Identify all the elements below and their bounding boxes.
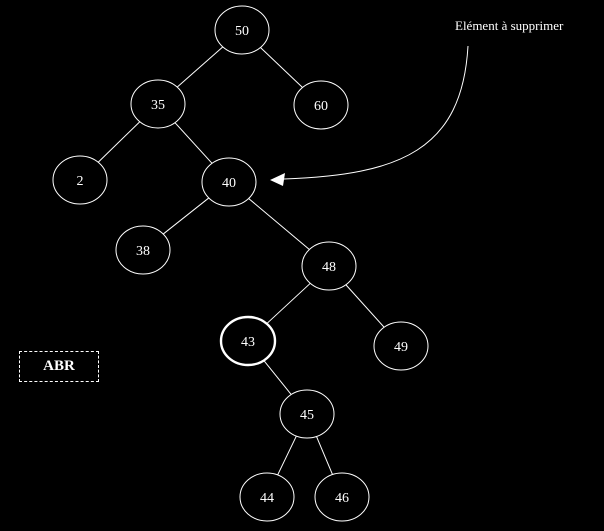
node-label: 50 (235, 24, 249, 39)
tree-edges (97, 46, 385, 476)
tree-edge (176, 46, 224, 88)
node-label: 46 (335, 491, 349, 506)
tree-node-2: 2 (52, 155, 108, 205)
annotation-arrow (283, 45, 469, 180)
node-label: 44 (260, 491, 274, 506)
abr-label: ABR (43, 358, 75, 374)
node-circle (301, 241, 357, 291)
node-circle (279, 389, 335, 439)
node-label: 2 (77, 174, 84, 189)
node-circle (214, 5, 270, 55)
node-label: 35 (151, 98, 165, 113)
deletion-annotation: Elément à supprimer (270, 18, 564, 186)
tree-edge (345, 284, 385, 328)
tree-edge (266, 282, 311, 325)
tree-node-44: 44 (239, 472, 295, 522)
node-circle (314, 472, 370, 522)
tree-node-38: 38 (115, 225, 171, 275)
tree-nodes: 50 35 60 2 40 38 48 43 49 45 44 46 (52, 5, 429, 522)
node-label: 45 (300, 408, 314, 423)
abr-label-box: ABR (19, 351, 99, 382)
node-circle (52, 155, 108, 205)
node-label: 60 (314, 99, 328, 114)
node-label: 40 (222, 176, 236, 191)
node-circle (115, 225, 171, 275)
tree-edge (260, 47, 303, 88)
tree-node-60: 60 (293, 80, 349, 130)
node-circle (293, 80, 349, 130)
node-circle (219, 315, 277, 367)
node-label: 38 (136, 244, 150, 259)
tree-edge (97, 121, 141, 163)
tree-node-50: 50 (214, 5, 270, 55)
node-circle (130, 79, 186, 129)
tree-node-48: 48 (301, 241, 357, 291)
node-circle (373, 321, 429, 371)
tree-node-35: 35 (130, 79, 186, 129)
tree-edge (263, 360, 292, 395)
tree-edge (248, 198, 310, 250)
tree-edge (316, 436, 333, 475)
tree-node-46: 46 (314, 472, 370, 522)
node-label: 48 (322, 260, 336, 275)
tree-node-45: 45 (279, 389, 335, 439)
node-circle (201, 157, 257, 207)
arrow-head-icon (270, 173, 285, 186)
tree-node-40: 40 (201, 157, 257, 207)
tree-edge (174, 122, 213, 164)
tree-edge (162, 197, 210, 235)
node-circle (239, 472, 295, 522)
tree-node-49: 49 (373, 321, 429, 371)
annotation-label: Elément à supprimer (455, 18, 564, 33)
node-label: 49 (394, 340, 408, 355)
tree-edge (277, 435, 297, 476)
node-label: 43 (241, 335, 255, 350)
tree-node-43: 43 (219, 315, 277, 367)
